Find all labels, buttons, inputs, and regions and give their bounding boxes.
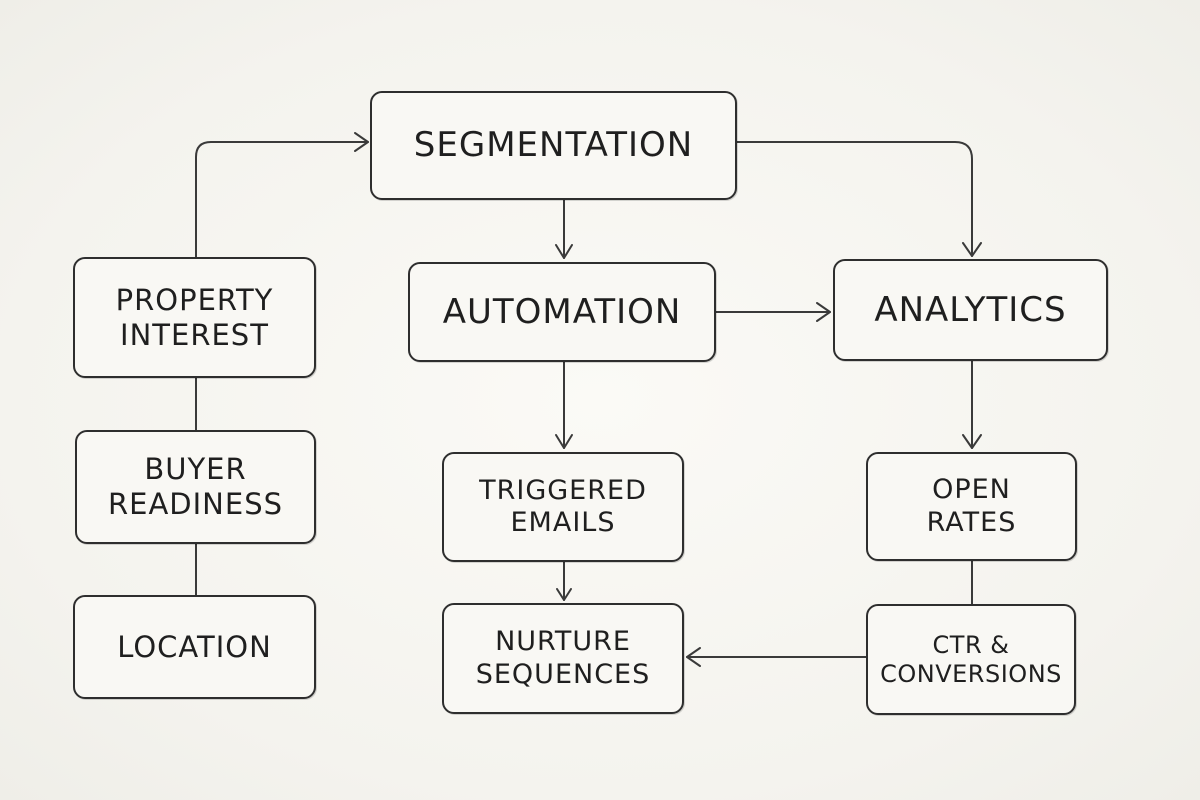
node-property-interest-line-1: PROPERTY [115, 282, 274, 317]
node-automation-label: AUTOMATION [442, 291, 682, 332]
node-buyer-readiness-line-2: READINESS [107, 487, 284, 521]
node-open-rates-line-1: OPEN [932, 474, 1011, 506]
arrowhead-segmentation-left [354, 132, 369, 152]
node-triggered-emails-line-1: TRIGGERED [479, 474, 647, 506]
node-analytics: ANALYTICS [833, 259, 1108, 361]
node-location-label: LOCATION [117, 629, 272, 664]
node-buyer-readiness-line-1: BUYER [144, 452, 247, 487]
arrowhead-open-top [962, 434, 982, 449]
node-segmentation: SEGMENTATION [370, 91, 737, 200]
node-property-interest: PROPERTY INTEREST [73, 257, 316, 378]
edge-property-to-segmentation [195, 141, 369, 258]
node-analytics-label: ANALYTICS [874, 289, 1067, 330]
node-buyer-readiness: BUYER READINESS [75, 430, 316, 544]
arrowhead-automation-top [555, 244, 573, 259]
node-open-rates: OPEN RATES [866, 452, 1077, 561]
node-nurture-sequences: NURTURE SEQUENCES [442, 603, 684, 714]
node-nurture-sequences-line-1: NURTURE [495, 626, 631, 658]
node-automation: AUTOMATION [408, 262, 716, 362]
arrowhead-nurture-top [556, 588, 572, 601]
arrowhead-analytics-top [962, 242, 982, 257]
arrowhead-nurture-right [686, 647, 701, 667]
node-property-interest-line-2: INTEREST [120, 317, 269, 352]
node-location: LOCATION [73, 595, 316, 699]
node-segmentation-label: SEGMENTATION [413, 125, 694, 166]
node-ctr-conversions: CTR & CONVERSIONS [866, 604, 1076, 715]
node-ctr-conversions-line-1: CTR & [932, 630, 1010, 659]
arrowhead-analytics-left [816, 302, 831, 322]
node-open-rates-line-2: RATES [926, 506, 1017, 538]
node-triggered-emails-line-2: EMAILS [510, 507, 616, 538]
node-triggered-emails: TRIGGERED EMAILS [442, 452, 684, 562]
node-ctr-conversions-line-2: CONVERSIONS [880, 659, 1062, 688]
arrowhead-triggered-top [555, 434, 573, 449]
node-nurture-sequences-line-2: SEQUENCES [475, 658, 651, 690]
edge-segmentation-to-analytics [736, 141, 973, 257]
